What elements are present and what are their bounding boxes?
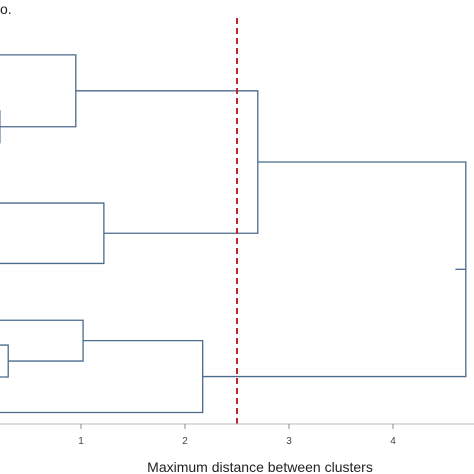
dendrogram-link-M3 bbox=[0, 54, 77, 128]
dendrogram-link-M6 bbox=[0, 202, 105, 265]
x-tick-label-3: 3 bbox=[286, 436, 292, 447]
dendrogram-link-M11 bbox=[0, 339, 204, 414]
x-tick-label-4: 4 bbox=[390, 436, 396, 447]
dendrogram-branches bbox=[0, 54, 467, 414]
dendrogram-link-M10 bbox=[0, 319, 84, 362]
dendrogram-link-M7 bbox=[75, 90, 259, 234]
x-axis-title: Maximum distance between clusters bbox=[147, 459, 373, 474]
dendrogram-link-M12 bbox=[202, 161, 467, 378]
panel-label: o. bbox=[0, 1, 12, 17]
x-tick-label-1: 1 bbox=[78, 436, 84, 447]
x-tick-label-2: 2 bbox=[182, 436, 188, 447]
x-axis: 1 2 3 4 bbox=[0, 423, 474, 447]
dendrogram-link-M9 bbox=[0, 344, 9, 378]
